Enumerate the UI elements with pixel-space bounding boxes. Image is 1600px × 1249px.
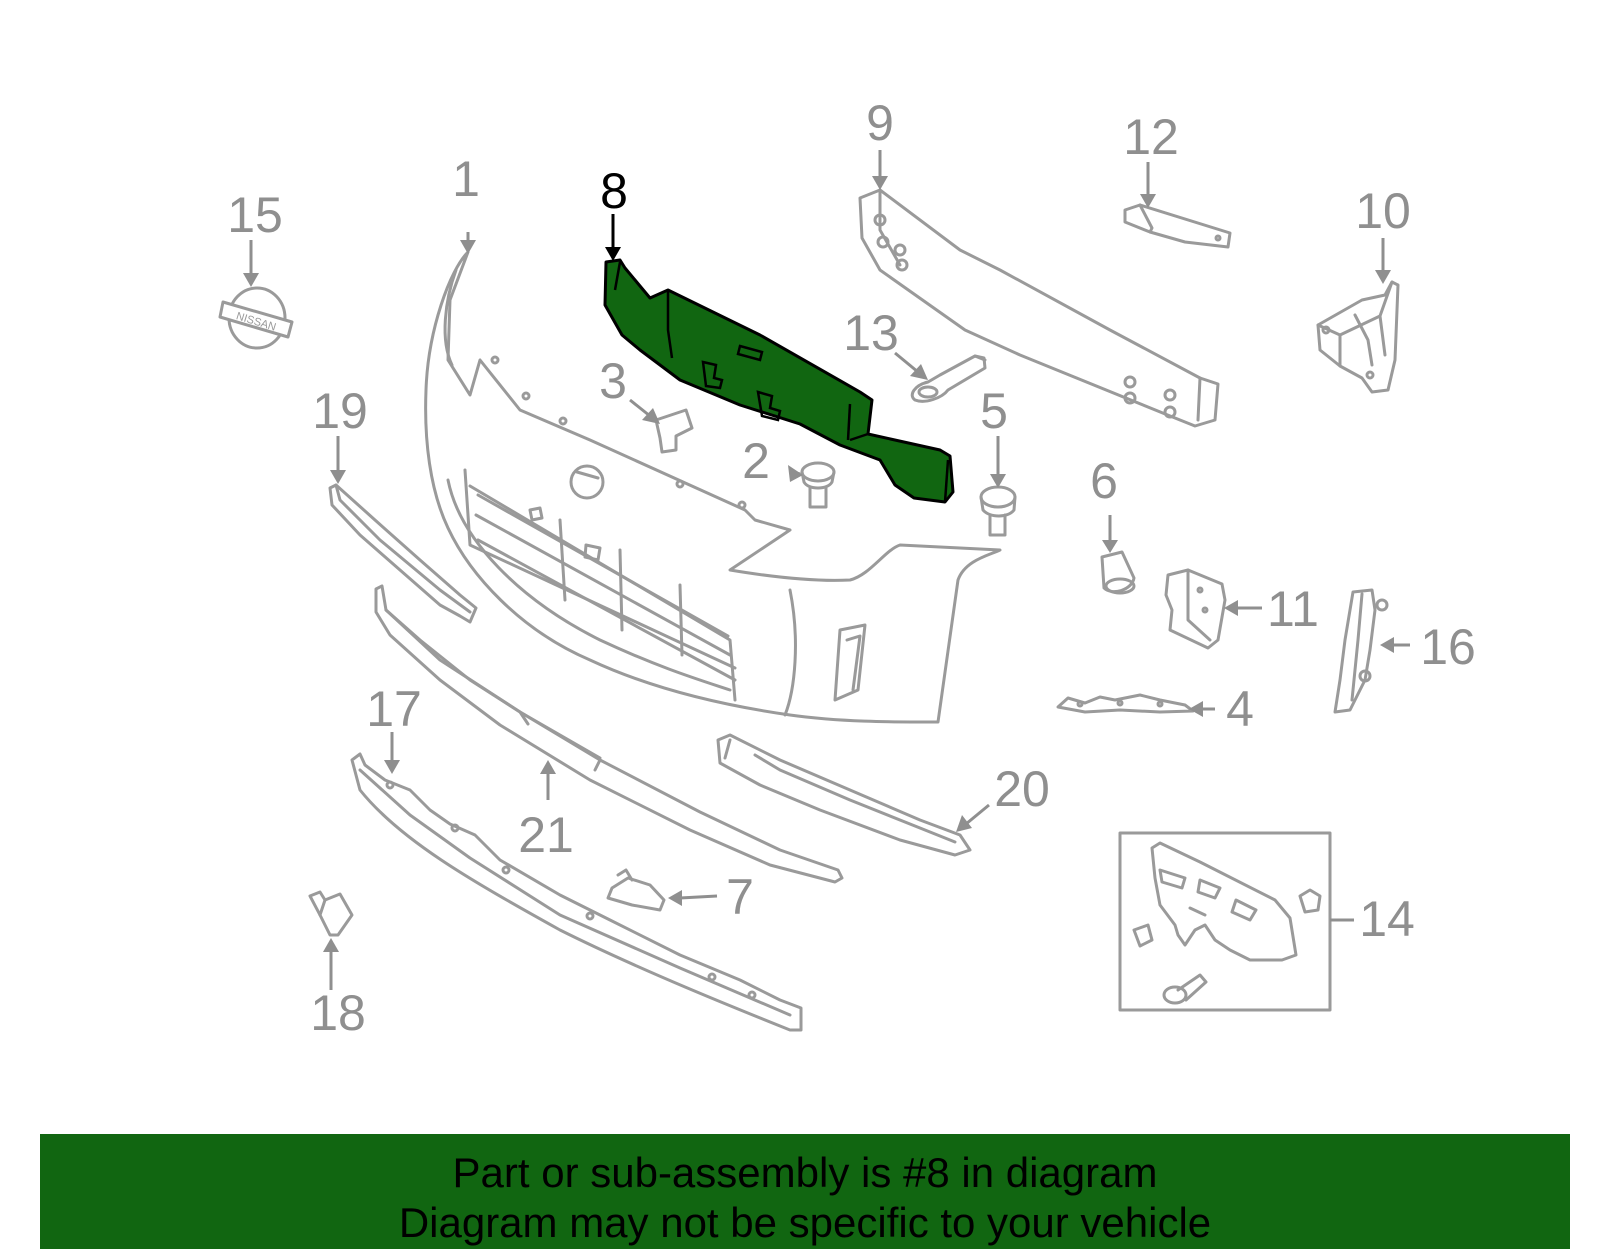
part-11-bracket	[1164, 568, 1227, 650]
callout-8-highlighted: 8	[600, 163, 628, 219]
callout-9: 9	[866, 95, 894, 151]
callout-14: 14	[1359, 891, 1415, 947]
part-6-plug	[1100, 550, 1136, 595]
part-7-bracket	[606, 868, 666, 912]
callout-2: 2	[742, 433, 770, 489]
part-12-bracket	[1123, 203, 1232, 249]
callout-labels: 1 2 3 4 5 6 7 8 9 10 11 12 13 14 15 16 1…	[227, 95, 1476, 1041]
callout-3: 3	[599, 353, 627, 409]
part-1-bumper-fascia	[424, 250, 1002, 724]
callout-11: 11	[1267, 581, 1319, 637]
part-13-tow-hook	[910, 354, 987, 403]
callout-17: 17	[366, 681, 422, 737]
callout-20: 20	[994, 761, 1050, 817]
banner-line-disclaimer: Diagram may not be specific to your vehi…	[398, 1199, 1212, 1246]
callout-12: 12	[1123, 109, 1179, 165]
callout-1: 1	[452, 151, 480, 207]
part-10-side-bracket	[1316, 280, 1400, 394]
part-9-reinforcement-beam	[858, 188, 1220, 428]
part-3-bracket	[654, 408, 694, 454]
part-21-lower-molding	[374, 584, 844, 884]
callout-10: 10	[1355, 183, 1411, 239]
callout-18: 18	[310, 985, 366, 1041]
callout-15: 15	[227, 187, 283, 243]
info-banner: Part or sub-assembly is #8 in diagram Di…	[40, 1134, 1570, 1249]
callout-7: 7	[726, 869, 754, 925]
part-14-bracket-kit	[1118, 831, 1332, 1012]
part-8-energy-absorber-highlighted[interactable]	[603, 258, 955, 504]
part-17-lower-valance	[350, 752, 803, 1032]
leader-arrows	[243, 150, 1410, 990]
part-15-emblem: NISSAN	[218, 286, 294, 350]
part-19-molding	[328, 483, 478, 624]
part-18-clip	[308, 890, 354, 937]
callout-4: 4	[1226, 681, 1254, 737]
callout-19: 19	[312, 383, 368, 439]
callout-21: 21	[518, 807, 574, 863]
part-5-clip	[979, 485, 1017, 537]
part-20-molding	[716, 733, 972, 857]
banner-line-part-number: Part or sub-assembly is #8 in diagram	[452, 1149, 1158, 1196]
callout-13: 13	[843, 305, 899, 361]
callout-5: 5	[980, 383, 1008, 439]
part-2-clip	[800, 461, 836, 509]
callout-6: 6	[1090, 453, 1118, 509]
part-16-side-bracket	[1333, 588, 1389, 714]
callout-16: 16	[1420, 619, 1476, 675]
part-4-bracket-strip	[1056, 693, 1195, 714]
